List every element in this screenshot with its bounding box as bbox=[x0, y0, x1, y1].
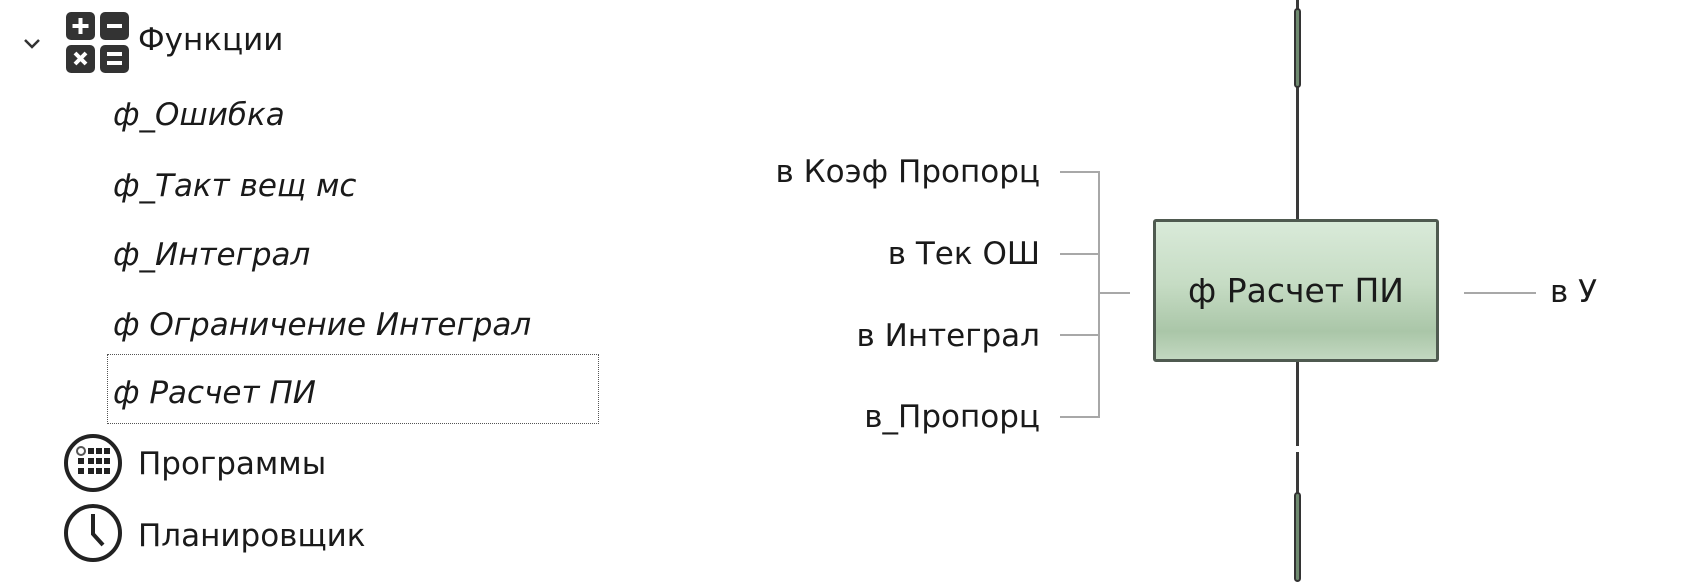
output-wire bbox=[1464, 292, 1536, 294]
expand-chevron-icon[interactable] bbox=[20, 34, 44, 54]
tree-item-function[interactable]: ф_Ошибка bbox=[113, 97, 285, 133]
input-label[interactable]: в Тек ОШ bbox=[887, 236, 1040, 272]
tree-item-function: ф Расчет ПИ bbox=[113, 375, 316, 411]
input-label[interactable]: в Коэф Пропорц bbox=[775, 154, 1040, 190]
function-block[interactable]: ф Расчет ПИ bbox=[1153, 219, 1439, 362]
tree-item-function[interactable]: ф_Интеграл bbox=[113, 237, 311, 273]
tree-node-functions[interactable]: Функции bbox=[64, 12, 324, 76]
tree-node-scheduler[interactable]: Планировщик bbox=[60, 502, 400, 568]
input-wire bbox=[1060, 416, 1100, 418]
tree-item-function[interactable]: ф_Такт вещ мс bbox=[113, 168, 357, 204]
input-bus bbox=[1098, 171, 1100, 418]
tree-node-programs[interactable]: Программы bbox=[60, 432, 380, 494]
input-wire bbox=[1060, 253, 1100, 255]
tree-node-label: Планировщик bbox=[138, 518, 366, 554]
input-wire bbox=[1060, 334, 1100, 336]
input-bus-stub bbox=[1100, 292, 1130, 294]
function-block-label: ф Расчет ПИ bbox=[1188, 271, 1404, 310]
tree-item-function[interactable]: ф Ограничение Интеграл bbox=[113, 307, 532, 343]
wire-vertical bbox=[1296, 362, 1299, 446]
wire-vertical bbox=[1296, 0, 1299, 219]
input-label[interactable]: в Интеграл bbox=[856, 318, 1041, 354]
output-label[interactable]: в У bbox=[1550, 274, 1598, 310]
calculator-icon bbox=[66, 12, 130, 78]
connector-bottom[interactable] bbox=[1294, 492, 1301, 582]
tree-item-selected[interactable]: ф Расчет ПИ bbox=[107, 354, 599, 424]
connector-top[interactable] bbox=[1294, 8, 1301, 88]
programs-grid-icon bbox=[62, 432, 124, 498]
input-wire bbox=[1060, 171, 1100, 173]
tree-node-label: Программы bbox=[138, 446, 327, 482]
input-label[interactable]: в_Пропорц bbox=[864, 399, 1040, 435]
clock-icon bbox=[62, 502, 124, 568]
tree-node-label: Функции bbox=[138, 22, 284, 58]
